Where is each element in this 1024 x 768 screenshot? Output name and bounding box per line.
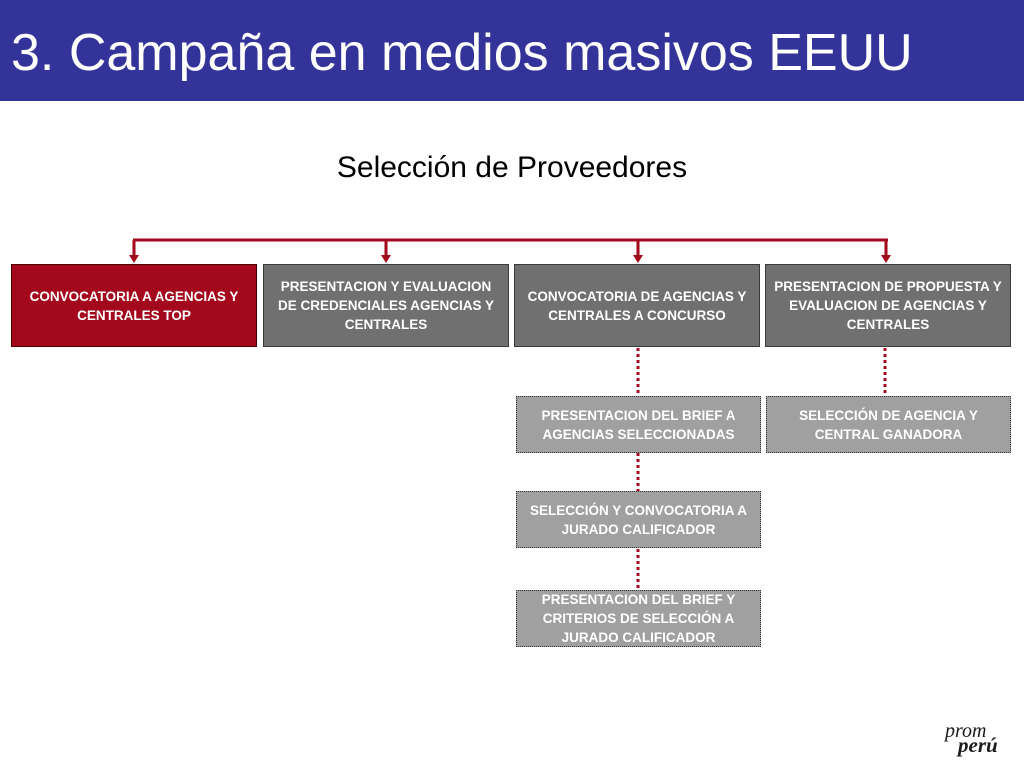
box-evaluacion-credenciales: PRESENTACION Y EVALUACION DE CREDENCIALE…: [263, 264, 509, 347]
slide-title: 3. Campaña en medios masivos EEUU: [11, 24, 913, 82]
box-label: PRESENTACION Y EVALUACION DE CREDENCIALE…: [277, 279, 495, 332]
arrowhead-2: [381, 255, 391, 263]
box-presentacion-propuesta: PRESENTACION DE PROPUESTA Y EVALUACION D…: [765, 264, 1011, 347]
arrowhead-3: [633, 255, 643, 263]
arrowhead-1: [129, 255, 139, 263]
promperu-logo: prom perú: [940, 718, 1020, 758]
box-label: CONVOCATORIA A AGENCIAS Y CENTRALES TOP: [29, 288, 239, 323]
logo-line-2: perú: [958, 733, 998, 757]
box-agencia-ganadora: SELECCIÓN DE AGENCIA Y CENTRAL GANADORA: [766, 396, 1011, 453]
box-brief-jurado: PRESENTACION DEL BRIEF Y CRITERIOS DE SE…: [516, 590, 761, 647]
box-label: PRESENTACION DEL BRIEF A AGENCIAS SELECC…: [541, 407, 736, 442]
diagram-subtitle: Selección de Proveedores: [336, 151, 688, 184]
box-label: PRESENTACION DE PROPUESTA Y EVALUACION D…: [774, 279, 1002, 332]
box-brief-agencias: PRESENTACION DEL BRIEF A AGENCIAS SELECC…: [516, 396, 761, 453]
title-bar: 3. Campaña en medios masivos EEUU: [0, 0, 1024, 101]
box-seleccion-jurado: SELECCIÓN Y CONVOCATORIA A JURADO CALIFI…: [516, 491, 761, 548]
arrowhead-4: [881, 255, 891, 263]
box-label: CONVOCATORIA DE AGENCIAS Y CENTRALES A C…: [527, 288, 747, 323]
box-label: PRESENTACION DEL BRIEF Y CRITERIOS DE SE…: [541, 592, 736, 645]
logo-line-1: prom: [945, 720, 987, 742]
box-convocatoria-top: CONVOCATORIA A AGENCIAS Y CENTRALES TOP: [11, 264, 257, 347]
box-label: SELECCIÓN DE AGENCIA Y CENTRAL GANADORA: [799, 407, 978, 442]
box-convocatoria-concurso: CONVOCATORIA DE AGENCIAS Y CENTRALES A C…: [514, 264, 760, 347]
box-label: SELECCIÓN Y CONVOCATORIA A JURADO CALIFI…: [529, 502, 748, 537]
